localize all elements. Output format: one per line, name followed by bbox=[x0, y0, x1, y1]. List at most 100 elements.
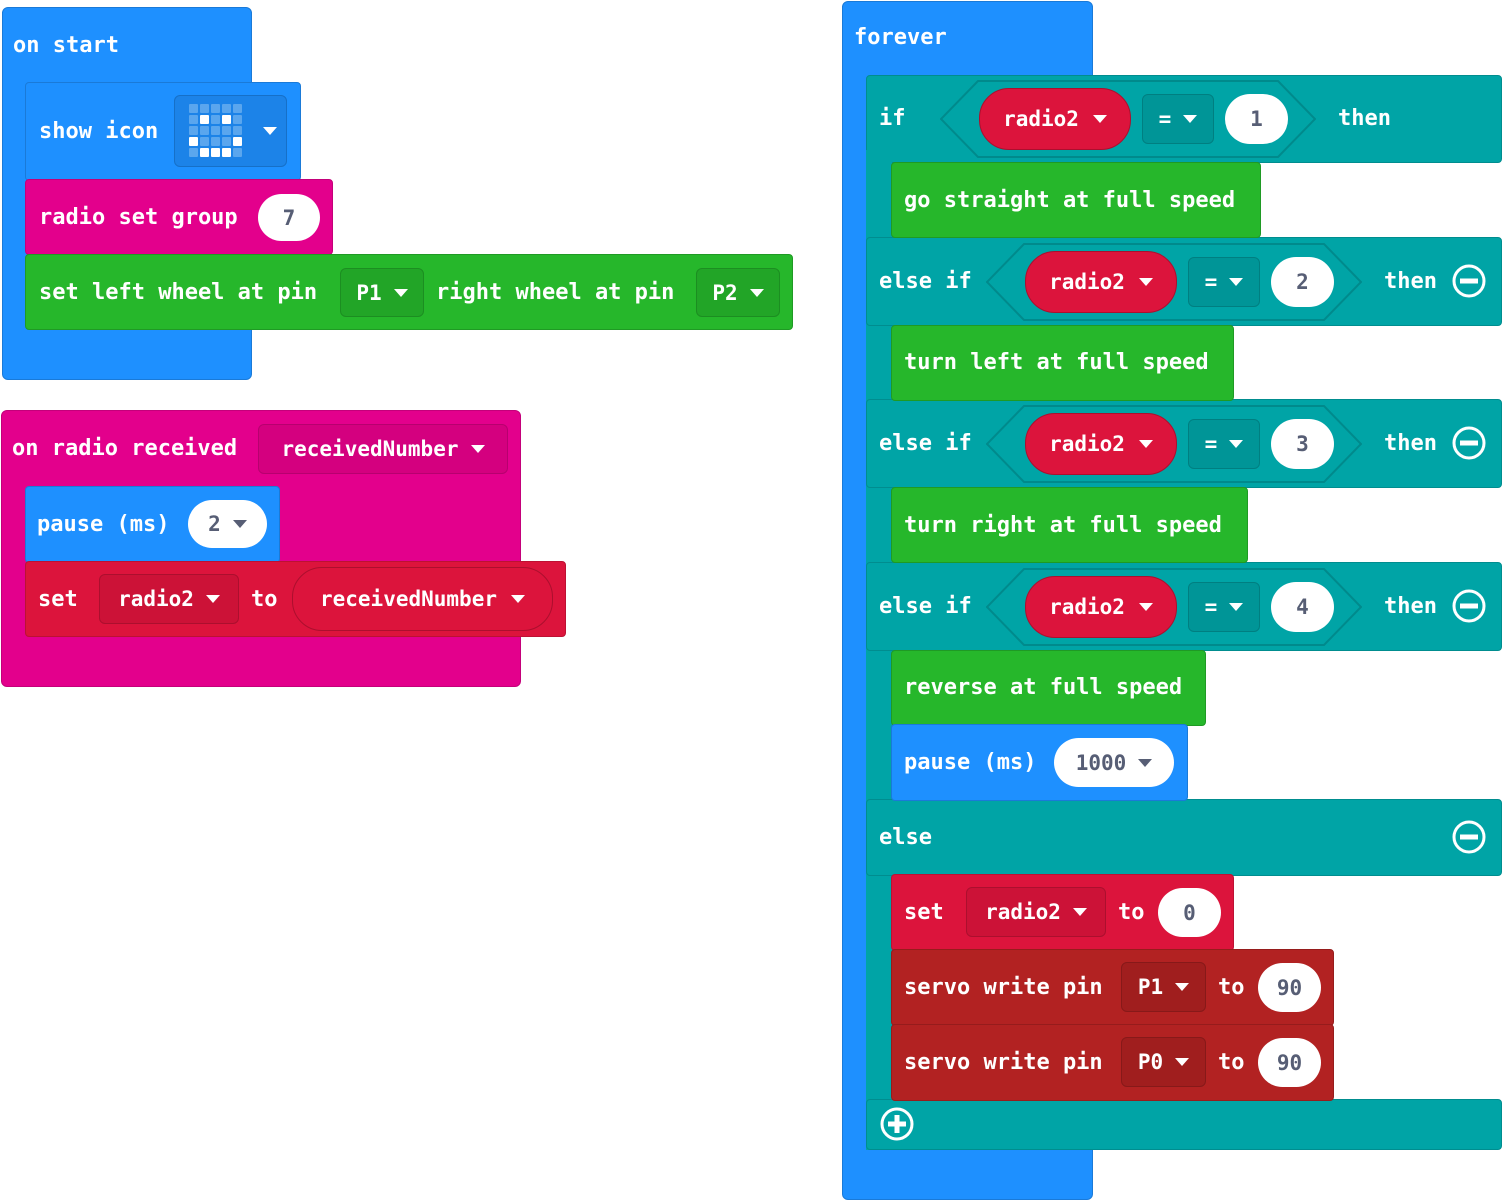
radio2-reporter-1[interactable]: radio2 bbox=[979, 88, 1131, 150]
operator-symbol: = bbox=[1204, 270, 1218, 294]
led-cell bbox=[200, 115, 209, 124]
pause-1000-dropdown[interactable]: 1000 bbox=[1054, 738, 1174, 787]
radio2-name: radio2 bbox=[985, 900, 1061, 924]
forever-label: forever bbox=[854, 25, 947, 50]
icon-picker-dropdown[interactable] bbox=[174, 95, 287, 167]
condition-value-1[interactable]: 1 bbox=[1225, 94, 1288, 144]
action-block-1[interactable] bbox=[891, 162, 1261, 238]
right-pin-dropdown[interactable]: P2 bbox=[696, 268, 780, 317]
pause-value: 2 bbox=[208, 512, 221, 536]
remove-branch-icon[interactable] bbox=[1452, 426, 1486, 460]
chevron-down-icon bbox=[1072, 908, 1087, 916]
led-cell bbox=[200, 137, 209, 146]
then-label-4: then bbox=[1384, 594, 1437, 619]
servo-to-label-1: to bbox=[1218, 975, 1245, 1000]
led-cell bbox=[189, 104, 198, 113]
variable-dropdown[interactable]: radio2 bbox=[99, 574, 239, 624]
operator-symbol: = bbox=[1204, 432, 1218, 456]
chevron-down-icon bbox=[1092, 115, 1107, 123]
led-cell bbox=[189, 137, 198, 146]
led-cell bbox=[189, 126, 198, 135]
action-block-3[interactable] bbox=[891, 487, 1248, 563]
led-cell bbox=[200, 148, 209, 157]
on-radio-received-label: on radio received bbox=[12, 436, 238, 461]
servo1-value-input[interactable]: 90 bbox=[1258, 963, 1321, 1012]
else-if-label-2: else if bbox=[879, 431, 972, 456]
to-label: to bbox=[251, 587, 278, 612]
else-row[interactable] bbox=[866, 799, 1502, 876]
show-icon-label: show icon bbox=[39, 119, 159, 144]
servo1-pin-dropdown[interactable]: P1 bbox=[1121, 962, 1206, 1012]
param-name: receivedNumber bbox=[281, 437, 459, 461]
chevron-down-icon bbox=[232, 520, 247, 528]
led-cell bbox=[222, 126, 231, 135]
remove-branch-icon[interactable] bbox=[1452, 264, 1486, 298]
if-footer[interactable] bbox=[866, 1099, 1502, 1150]
pause-value-dropdown[interactable]: 2 bbox=[188, 500, 267, 548]
chevron-down-icon bbox=[393, 288, 408, 297]
radio2-reporter-2[interactable]: radio2 bbox=[1025, 251, 1177, 313]
remove-branch-icon[interactable] bbox=[1452, 589, 1486, 623]
led-cell bbox=[233, 126, 242, 135]
set-value-input[interactable]: 0 bbox=[1158, 888, 1221, 937]
condition-value-3[interactable]: 3 bbox=[1271, 419, 1334, 469]
led-cell bbox=[211, 115, 220, 124]
operator-dropdown-1[interactable]: = bbox=[1142, 94, 1214, 144]
on-start-label: on start bbox=[13, 33, 119, 58]
led-cell bbox=[211, 148, 220, 157]
action-label-4: reverse at full speed bbox=[904, 675, 1183, 700]
operator-symbol: = bbox=[1204, 595, 1218, 619]
radio2-reporter-4[interactable]: radio2 bbox=[1025, 576, 1177, 638]
group-number-input[interactable]: 7 bbox=[258, 194, 320, 241]
chevron-down-icon bbox=[1229, 440, 1244, 448]
set-label-2: set bbox=[904, 900, 944, 925]
chevron-down-icon bbox=[1138, 278, 1153, 286]
operator-dropdown-4[interactable]: = bbox=[1188, 582, 1260, 632]
action-block-4[interactable] bbox=[891, 650, 1206, 726]
operator-dropdown-3[interactable]: = bbox=[1188, 419, 1260, 469]
led-cell bbox=[222, 104, 231, 113]
chevron-down-icon bbox=[1138, 758, 1153, 767]
radio2-name: radio2 bbox=[1049, 595, 1125, 619]
chevron-down-icon bbox=[1229, 278, 1244, 286]
radio-set-group-label: radio set group bbox=[39, 205, 238, 230]
then-label-2: then bbox=[1384, 269, 1437, 294]
servo2-pin-value: P0 bbox=[1137, 1050, 1164, 1074]
set-label: set bbox=[38, 587, 78, 612]
servo1-pin-value: P1 bbox=[1137, 975, 1164, 999]
led-cell bbox=[189, 148, 198, 157]
servo2-pin-dropdown[interactable]: P0 bbox=[1121, 1037, 1206, 1087]
radio2-name: radio2 bbox=[1003, 107, 1079, 131]
servo-to-label-2: to bbox=[1218, 1050, 1245, 1075]
operator-dropdown-2[interactable]: = bbox=[1188, 257, 1260, 307]
led-cell bbox=[200, 104, 209, 113]
variable-name: radio2 bbox=[118, 587, 194, 611]
add-branch-icon[interactable] bbox=[880, 1107, 914, 1141]
radio2-reporter-3[interactable]: radio2 bbox=[1025, 413, 1177, 475]
else-if-label-3: else if bbox=[879, 594, 972, 619]
chevron-down-icon bbox=[1138, 440, 1153, 448]
if-label: if bbox=[879, 106, 906, 131]
condition-value-2[interactable]: 2 bbox=[1271, 257, 1334, 307]
action-block-2[interactable] bbox=[891, 325, 1234, 401]
chevron-down-icon bbox=[263, 127, 277, 135]
action-label-2: turn left at full speed bbox=[904, 350, 1209, 375]
chevron-down-icon bbox=[511, 595, 525, 603]
remove-else-icon[interactable] bbox=[1452, 820, 1486, 854]
action-label-1: go straight at full speed bbox=[904, 188, 1236, 213]
condition-value-4[interactable]: 4 bbox=[1271, 582, 1334, 632]
servo2-value-input[interactable]: 90 bbox=[1258, 1038, 1321, 1087]
chevron-down-icon bbox=[1175, 1058, 1190, 1066]
set-left-wheel-label: set left wheel at pin bbox=[39, 280, 318, 305]
happy-face-icon bbox=[189, 104, 242, 157]
led-cell bbox=[200, 126, 209, 135]
radio2-variable-dropdown[interactable]: radio2 bbox=[966, 887, 1106, 937]
chevron-down-icon bbox=[1229, 603, 1244, 611]
led-cell bbox=[211, 126, 220, 135]
received-number-reporter[interactable]: receivedNumber bbox=[292, 567, 553, 631]
received-number-param[interactable]: receivedNumber bbox=[258, 424, 508, 474]
led-cell bbox=[222, 137, 231, 146]
left-pin-dropdown[interactable]: P1 bbox=[340, 268, 424, 317]
radio2-name: radio2 bbox=[1049, 270, 1125, 294]
left-pin-value: P1 bbox=[356, 280, 382, 305]
